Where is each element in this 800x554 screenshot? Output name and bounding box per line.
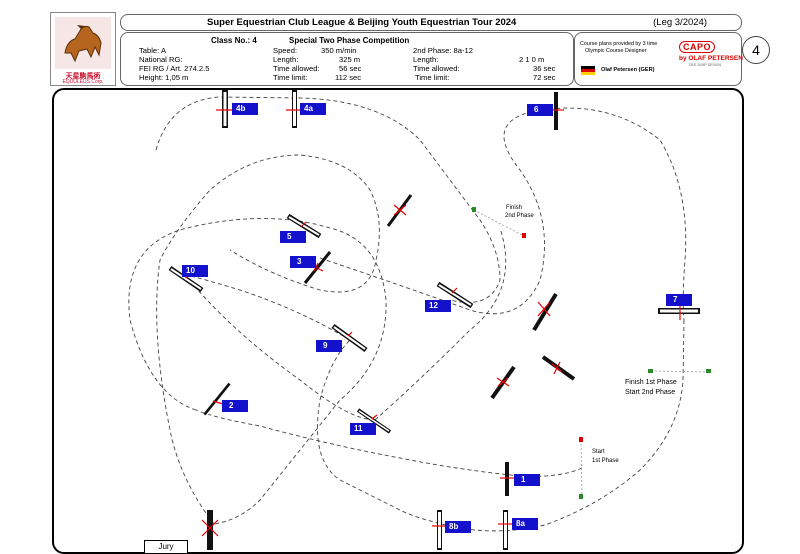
jump-label-4b: 4b [232, 103, 258, 115]
capo-byline: by OLAF PETERSEN [679, 55, 743, 62]
club-logo: 天星駒馬術 EQUULEUS Corp. [50, 12, 116, 86]
obstacle-3 [303, 251, 332, 284]
title-bar: Super Equestrian Club League & Beijing Y… [120, 14, 742, 31]
germany-flag-icon [581, 66, 595, 75]
start-1st-phase-note-a: Start [592, 449, 605, 455]
horse-logo-art [55, 17, 111, 69]
finish-1st-phase-note: Finish 1st Phase [625, 379, 677, 386]
jump-label-1: 1 [514, 474, 540, 486]
obstacle-8a [498, 510, 514, 550]
event-title: Super Equestrian Club League & Beijing Y… [207, 17, 517, 28]
course-designer-box: Course plans provided by 3 time Olympic … [574, 32, 743, 86]
phase2-length-label: Length: [413, 55, 439, 64]
finish-2nd-phase-note-b: 2nd Phase [505, 213, 534, 219]
speed-label: Speed: [273, 46, 298, 55]
competition-name: Special Two Phase Competition [289, 36, 410, 45]
course-track [128, 96, 687, 532]
obstacles [168, 90, 700, 550]
phase2-time-limit-value: 72 sec [533, 73, 556, 82]
obstacle-9 [331, 323, 368, 353]
leg-label: (Leg 3/2024) [653, 17, 707, 28]
phase2-time-allowed-label: Time allowed: [413, 64, 460, 73]
jump-label-5: 5 [280, 231, 306, 243]
obstacle-2 [203, 382, 232, 417]
jump-label-11: 11 [350, 423, 376, 435]
phase2-label: 2nd Phase: 8a-12 [413, 46, 473, 55]
speed-value: 350 m/min [321, 46, 357, 55]
time-limit-label: Time limit: [273, 73, 308, 82]
capo-subline: DEE JUMP DESIGN [689, 63, 722, 67]
obstacle-unnumbered-b [532, 292, 558, 332]
jump-label-12: 12 [425, 300, 451, 312]
designer-name: Olaf Petersen (GER) [601, 67, 655, 73]
time-allowed-value: 56 sec [339, 64, 362, 73]
height-label: Height: 1,05 m [139, 73, 189, 82]
obstacle-5 [286, 213, 322, 239]
start-1st-phase-line [580, 439, 583, 498]
start-finish-lines [472, 207, 711, 499]
start-2nd-phase-note: Start 2nd Phase [625, 389, 676, 396]
national-rg-label: National RG: [139, 55, 183, 64]
jump-label-3: 3 [290, 256, 316, 268]
class-number: Class No.: 4 [211, 36, 257, 45]
obstacle-11 [356, 408, 392, 434]
logo-chinese-text: 天星駒馬術 [65, 72, 101, 80]
jump-label-4a: 4a [300, 103, 326, 115]
class-info-box: Class No.: 4 Special Two Phase Competiti… [120, 32, 574, 86]
time-allowed-label: Time allowed: [273, 64, 320, 73]
obstacle-unnumbered-e [201, 510, 219, 550]
jump-label-9: 9 [316, 340, 342, 352]
obstacle-unnumbered-c [541, 355, 576, 381]
jump-label-2: 2 [222, 400, 248, 412]
jump-label-10: 10 [182, 265, 208, 277]
obstacle-1 [500, 462, 514, 496]
obstacle-unnumbered-d [490, 365, 516, 400]
designer-line2: Olympic Course Designer [585, 48, 647, 54]
jump-label-8a: 8a [512, 518, 538, 530]
designer-line1: Course plans provided by 3 time [580, 41, 658, 47]
phase2-time-allowed-value: 36 sec [533, 64, 556, 73]
logo-english-text: EQUULEUS Corp. [62, 79, 104, 85]
obstacle-unnumbered-a [386, 194, 413, 227]
obstacle-12 [436, 281, 474, 309]
finish-2nd-phase-line [473, 209, 525, 237]
capo-logo: CAPO [679, 41, 716, 53]
time-limit-value: 112 sec [335, 73, 362, 82]
jump-label-8b: 8b [445, 521, 471, 533]
jump-label-6: 6 [527, 104, 553, 116]
finish-2nd-phase-note-a: Finish [506, 205, 523, 211]
obstacle-4b [216, 90, 234, 128]
finish-1st-phase-line [650, 370, 711, 373]
table-label: Table: A [139, 46, 167, 55]
phase2-length-value: 2 1 0 m [519, 55, 545, 64]
start-1st-phase-note-b: 1st Phase [592, 458, 619, 464]
fei-rg-label: FEI RG / Art. 274.2.5 [139, 64, 210, 73]
jump-label-7: 7 [666, 294, 692, 306]
length-label: Length: [273, 55, 299, 64]
phase2-time-limit-label: Time limit: [415, 73, 450, 82]
length-value: 325 m [339, 55, 361, 64]
course-number-badge: 4 [742, 36, 770, 64]
jury-box: Jury [144, 540, 188, 553]
